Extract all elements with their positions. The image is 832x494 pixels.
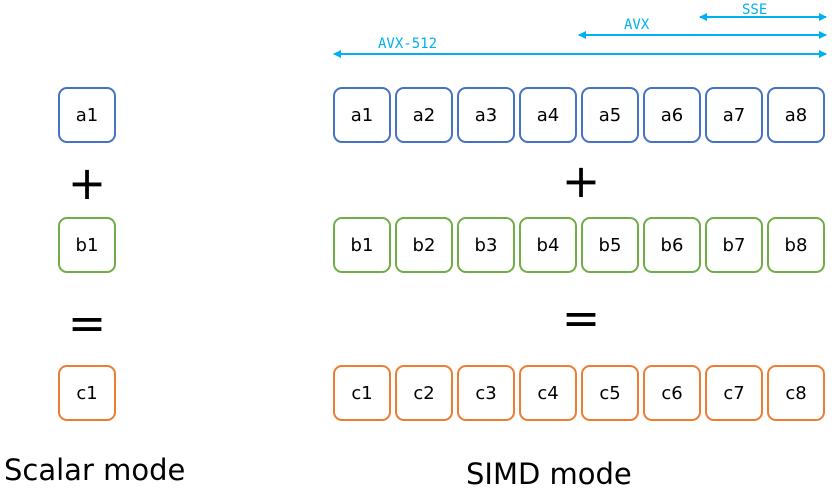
avx512-label: AVX-512 xyxy=(378,36,438,52)
sse-label: SSE xyxy=(742,2,768,18)
simd-lane-c-4: c4 xyxy=(519,365,577,421)
simd-lane-a-7: a7 xyxy=(705,87,763,143)
simd-lane-c-8: c8 xyxy=(767,365,825,421)
simd-lane-a-4: a4 xyxy=(519,87,577,143)
simd-lane-b-2: b2 xyxy=(395,217,453,273)
avx-label: AVX xyxy=(624,17,650,33)
simd-lane-a-2: a2 xyxy=(395,87,453,143)
simd-mode-caption: SIMD mode xyxy=(466,457,632,491)
simd-lane-c-7: c7 xyxy=(705,365,763,421)
scalar-operand-a: a1 xyxy=(58,87,116,143)
simd-equals-sign: = xyxy=(561,291,601,345)
scalar-plus-sign: + xyxy=(67,156,107,210)
simd-lane-b-4: b4 xyxy=(519,217,577,273)
scalar-result-c: c1 xyxy=(58,365,116,421)
simd-lane-b-3: b3 xyxy=(457,217,515,273)
simd-lane-c-6: c6 xyxy=(643,365,701,421)
simd-lane-a-1: a1 xyxy=(333,87,391,143)
simd-plus-sign: + xyxy=(561,154,601,208)
simd-lane-a-6: a6 xyxy=(643,87,701,143)
simd-lane-b-8: b8 xyxy=(767,217,825,273)
simd-lane-a-8: a8 xyxy=(767,87,825,143)
simd-lane-b-6: b6 xyxy=(643,217,701,273)
simd-lane-b-1: b1 xyxy=(333,217,391,273)
simd-lane-a-3: a3 xyxy=(457,87,515,143)
scalar-operand-b: b1 xyxy=(58,217,116,273)
scalar-equals-sign: = xyxy=(67,296,107,350)
scalar-mode-caption: Scalar mode xyxy=(4,453,186,487)
simd-lane-b-5: b5 xyxy=(581,217,639,273)
simd-lane-a-5: a5 xyxy=(581,87,639,143)
simd-lane-c-1: c1 xyxy=(333,365,391,421)
simd-lane-b-7: b7 xyxy=(705,217,763,273)
simd-lane-c-3: c3 xyxy=(457,365,515,421)
simd-lane-c-2: c2 xyxy=(395,365,453,421)
simd-lane-c-5: c5 xyxy=(581,365,639,421)
